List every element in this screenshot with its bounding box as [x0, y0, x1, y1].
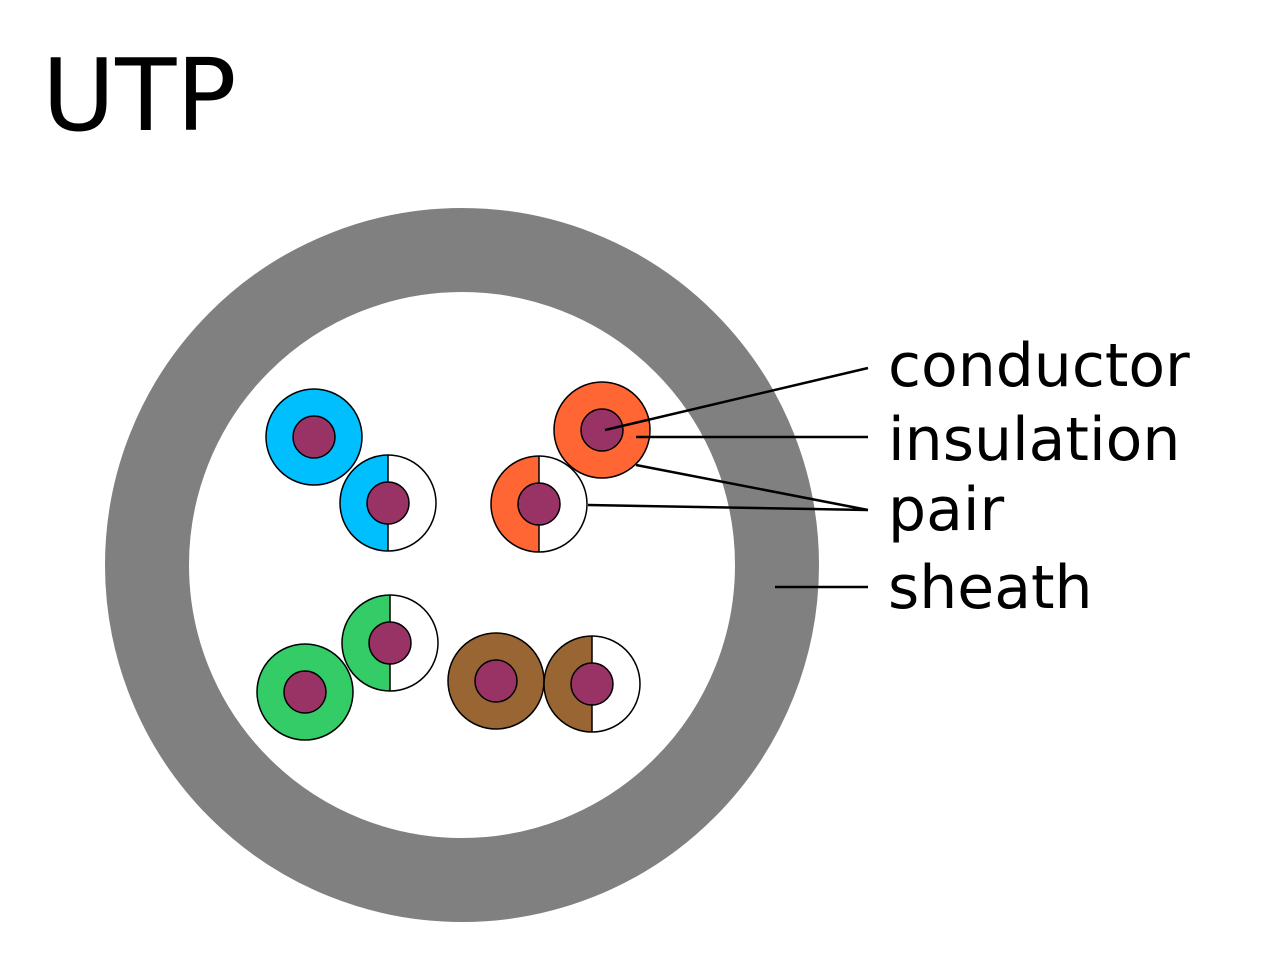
wire-green-white	[341, 594, 439, 692]
wire-brown-white	[543, 635, 641, 733]
pair-leader-line-upper	[635, 463, 869, 512]
label-sheath: sheath	[888, 553, 1093, 623]
conductor	[580, 408, 624, 452]
wire-orange-solid	[553, 381, 651, 479]
insulation-outline	[341, 594, 439, 692]
insulation-colored-half	[342, 595, 390, 691]
diagram-title: UTP	[42, 37, 237, 154]
wire-green-solid	[256, 643, 354, 741]
label-pair: pair	[888, 475, 1005, 545]
wire-blue-solid	[265, 388, 363, 486]
insulation-outline	[490, 455, 588, 553]
insulation-outline	[339, 454, 437, 552]
wire-group	[256, 381, 651, 741]
wire-orange-white	[490, 455, 588, 553]
conductor	[283, 670, 327, 714]
conductor	[474, 659, 518, 703]
conductor	[366, 481, 410, 525]
insulation-colored-half	[491, 456, 539, 552]
conductor	[292, 415, 336, 459]
sheath-ring	[105, 208, 819, 922]
insulation-colored-half	[340, 455, 388, 551]
pair-leader-line-lower	[587, 503, 869, 512]
wire-brown-solid	[447, 632, 545, 730]
insulation-colored-half	[544, 636, 592, 732]
conductor	[570, 662, 614, 706]
wire-blue-white	[339, 454, 437, 552]
insulation-outline	[543, 635, 641, 733]
conductor	[368, 621, 412, 665]
label-insulation: insulation	[888, 405, 1180, 475]
conductor	[517, 482, 561, 526]
conductor-leader-line	[604, 366, 869, 432]
label-conductor: conductor	[888, 331, 1190, 401]
